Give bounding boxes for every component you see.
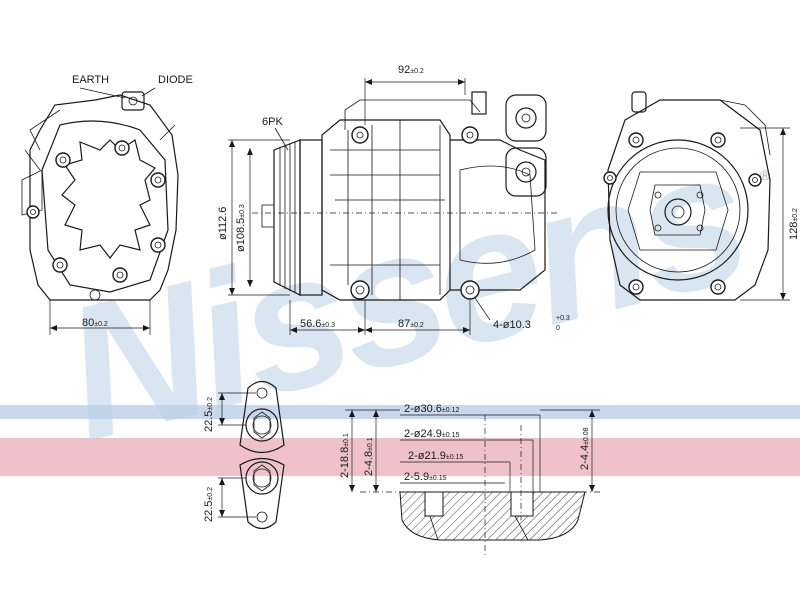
- dim-section-4-4: 2-4.4±0.08: [579, 427, 591, 470]
- front-view: EARTH DIODE 80±0.2: [21, 74, 193, 335]
- dim-mount-tol-up: +0.3: [556, 315, 570, 322]
- dim-mount-holes: 4-ø10.3: [493, 319, 531, 331]
- trademark-symbol: ®: [760, 167, 771, 183]
- dim-92: 92±0.2: [398, 64, 424, 76]
- blue-stripe: [0, 405, 800, 419]
- side-view: 92±0.2 6PK ø112.6 ø108.5±0.3 56.6±0.3 87…: [217, 64, 570, 335]
- dim-bore-30-6: 2-ø30.6±0.12: [404, 403, 459, 415]
- dim-bore-24-9: 2-ø24.9±0.15: [404, 428, 459, 440]
- dim-128: 128±0.2: [788, 208, 800, 240]
- dim-mount-tol-dn: 0: [556, 325, 560, 332]
- dim-section-4-8: 2-4.8±0.1: [363, 437, 375, 476]
- diode-label: DIODE: [158, 74, 193, 86]
- dim-bore-21-9: 2-ø21.9±0.15: [408, 450, 463, 462]
- dim-port-pitch-2: 22.5±0.2: [203, 487, 215, 522]
- dim-section-18-8: 2-18.8±0.1: [339, 433, 351, 478]
- rear-view: 128±0.2: [603, 91, 800, 301]
- earth-label: EARTH: [72, 74, 109, 86]
- red-stripe: [0, 438, 800, 476]
- dim-87: 87±0.2: [398, 318, 424, 330]
- dim-depth-5-9: 2-5.9±0.15: [404, 471, 447, 483]
- dim-108-5: ø108.5±0.3: [235, 204, 247, 252]
- port-section: 2-18.8±0.1 2-4.8±0.1 2-4.4±0.08 2-ø30.6±…: [339, 403, 600, 555]
- watermark-logo: Nissens: [45, 109, 763, 481]
- dim-112-6: ø112.6: [217, 207, 229, 240]
- dim-56-6: 56.6±0.3: [300, 318, 335, 330]
- dim-port-pitch-1: 22.5±0.2: [203, 397, 215, 432]
- belt-6pk-label: 6PK: [262, 116, 283, 128]
- dim-80: 80±0.2: [82, 317, 108, 329]
- port-flanges: 22.5±0.2 22.5±0.2: [203, 380, 285, 530]
